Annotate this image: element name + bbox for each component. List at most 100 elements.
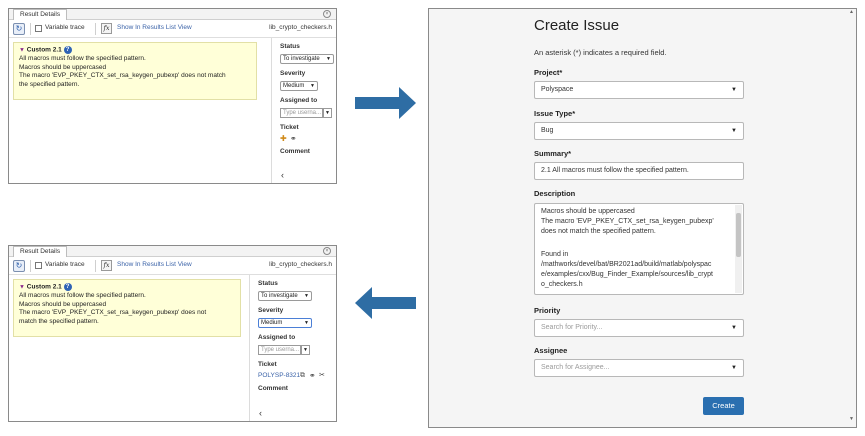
collapse-icon[interactable]: ‹ bbox=[281, 170, 284, 180]
defect-header: ▼ Custom 2.1 ? bbox=[19, 46, 251, 55]
arrow-head bbox=[355, 287, 372, 319]
defect-line: All macros must follow the specified pat… bbox=[19, 292, 146, 300]
dialog-title: Create Issue bbox=[534, 17, 620, 34]
refresh-icon[interactable]: ↻ bbox=[13, 23, 25, 35]
link-icon[interactable]: ⚭ bbox=[290, 134, 297, 143]
chevron-down-icon: ▼ bbox=[731, 87, 737, 93]
file-name: lib_crypto_checkers.h bbox=[269, 24, 332, 31]
separator bbox=[95, 23, 96, 35]
chevron-down-icon: ▼ bbox=[731, 365, 737, 371]
variable-trace-label: Variable trace bbox=[45, 24, 85, 31]
fx-icon[interactable]: fx bbox=[101, 260, 112, 271]
project-value: Polyspace bbox=[541, 86, 574, 93]
tab-bar: Result Details × bbox=[9, 246, 336, 257]
assignee-select[interactable]: Search for Assignee... ▼ bbox=[534, 359, 744, 377]
ticket-link[interactable]: POLYSP-8321 bbox=[258, 372, 301, 379]
assigned-to-label: Assigned to bbox=[258, 334, 296, 341]
toolbar: ↻ Variable trace fx Show In Results List… bbox=[9, 257, 336, 275]
variable-trace-checkbox[interactable] bbox=[35, 25, 42, 32]
collapse-icon[interactable]: ‹ bbox=[259, 408, 262, 418]
chevron-down-icon: ▼ bbox=[304, 293, 309, 299]
status-dropdown[interactable]: To investigate ▼ bbox=[280, 54, 334, 64]
variable-trace-checkbox[interactable] bbox=[35, 262, 42, 269]
status-value: To investigate bbox=[261, 293, 298, 299]
window-scrollbar[interactable]: ▲ ▼ bbox=[848, 9, 856, 427]
separator bbox=[30, 23, 31, 35]
chevron-down-icon: ▼ bbox=[310, 83, 315, 89]
file-name: lib_crypto_checkers.h bbox=[269, 261, 332, 268]
summary-input[interactable]: 2.1 All macros must follow the specified… bbox=[534, 162, 744, 180]
summary-label: Summary* bbox=[534, 149, 572, 158]
comment-label: Comment bbox=[280, 148, 310, 155]
status-value: To investigate bbox=[283, 56, 320, 62]
tab-result-details[interactable]: Result Details bbox=[13, 9, 68, 20]
chevron-down-icon[interactable]: ▼ bbox=[323, 108, 332, 118]
refresh-icon[interactable]: ↻ bbox=[13, 260, 25, 272]
status-label: Status bbox=[280, 43, 300, 50]
assigned-to-label: Assigned to bbox=[280, 97, 318, 104]
unlink-icon[interactable]: ✂ bbox=[319, 372, 325, 379]
assigned-to-input[interactable]: Type userna... bbox=[258, 345, 301, 355]
defect-line: Macros should be uppercased bbox=[19, 63, 107, 71]
issue-type-value: Bug bbox=[541, 127, 554, 134]
defect-title: Custom 2.1 bbox=[26, 283, 62, 291]
separator bbox=[30, 260, 31, 272]
defect-line: Macros should be uppercased bbox=[19, 300, 107, 308]
severity-dropdown[interactable]: Medium ▼ bbox=[258, 318, 312, 328]
comment-label: Comment bbox=[258, 385, 288, 392]
arrow-body bbox=[355, 97, 400, 109]
ticket-label: Ticket bbox=[280, 124, 299, 131]
tab-bar: Result Details × bbox=[9, 9, 336, 20]
assigned-to-input[interactable]: Type userna... bbox=[280, 108, 323, 118]
show-in-results-list-link[interactable]: Show In Results List View bbox=[117, 261, 192, 268]
issue-type-label: Issue Type* bbox=[534, 109, 576, 118]
close-icon[interactable]: × bbox=[323, 10, 331, 18]
scroll-up-icon[interactable]: ▲ bbox=[849, 9, 854, 15]
description-line: o_checkers.h bbox=[541, 281, 583, 288]
chevron-down-icon: ▼ bbox=[326, 56, 331, 62]
link-icon[interactable]: ⚭ bbox=[309, 371, 316, 380]
defect-line: the specified pattern. bbox=[19, 80, 80, 88]
priority-select[interactable]: Search for Priority... ▼ bbox=[534, 319, 744, 337]
severity-value: Medium bbox=[261, 320, 283, 326]
collapse-triangle-icon[interactable]: ▼ bbox=[19, 47, 25, 54]
description-scrollbar[interactable] bbox=[735, 205, 742, 293]
chevron-down-icon[interactable]: ▼ bbox=[301, 345, 310, 355]
review-sidebar: Status To investigate ▼ Severity Medium … bbox=[249, 275, 337, 421]
status-dropdown[interactable]: To investigate ▼ bbox=[258, 291, 312, 301]
priority-label: Priority bbox=[534, 306, 561, 315]
defect-line: The macro 'EVP_PKEY_CTX_set_rsa_keygen_p… bbox=[19, 72, 226, 80]
collapse-triangle-icon[interactable]: ▼ bbox=[19, 284, 25, 291]
close-icon[interactable]: × bbox=[323, 247, 331, 255]
description-textarea[interactable]: Macros should be uppercased The macro 'E… bbox=[534, 203, 744, 295]
severity-label: Severity bbox=[258, 307, 284, 314]
add-ticket-icon[interactable]: ✚ bbox=[280, 134, 287, 143]
scroll-down-icon[interactable]: ▼ bbox=[849, 416, 854, 422]
tab-result-details[interactable]: Result Details bbox=[13, 246, 68, 257]
help-icon[interactable]: ? bbox=[63, 283, 72, 291]
ticket-label: Ticket bbox=[258, 361, 277, 368]
chevron-down-icon: ▼ bbox=[731, 128, 737, 134]
description-line: e/examples/cxx/Bug_Finder_Example/source… bbox=[541, 271, 713, 278]
copy-icon[interactable]: ⧉ bbox=[300, 372, 305, 379]
issue-type-select[interactable]: Bug ▼ bbox=[534, 122, 744, 140]
bottom-result-details-panel: Result Details × ↻ Variable trace fx Sho… bbox=[8, 245, 337, 422]
assignee-label: Assignee bbox=[534, 346, 568, 355]
chevron-down-icon: ▼ bbox=[731, 325, 737, 331]
scrollbar-thumb[interactable] bbox=[736, 213, 741, 257]
severity-value: Medium bbox=[283, 83, 305, 89]
show-in-results-list-link[interactable]: Show In Results List View bbox=[117, 24, 192, 31]
defect-title: Custom 2.1 bbox=[26, 46, 62, 54]
defect-line: The macro 'EVP_PKEY_CTX_set_rsa_keygen_p… bbox=[19, 309, 207, 317]
priority-placeholder: Search for Priority... bbox=[541, 324, 603, 331]
fx-icon[interactable]: fx bbox=[101, 23, 112, 34]
help-icon[interactable]: ? bbox=[63, 46, 72, 54]
description-line: Found in bbox=[541, 251, 569, 258]
assignee-placeholder: Search for Assignee... bbox=[541, 364, 610, 371]
project-select[interactable]: Polyspace ▼ bbox=[534, 81, 744, 99]
separator bbox=[95, 260, 96, 272]
severity-label: Severity bbox=[280, 70, 306, 77]
create-button[interactable]: Create bbox=[703, 397, 744, 415]
severity-dropdown[interactable]: Medium ▼ bbox=[280, 81, 318, 91]
top-result-details-panel: Result Details × ↻ Variable trace fx Sho… bbox=[8, 8, 337, 184]
